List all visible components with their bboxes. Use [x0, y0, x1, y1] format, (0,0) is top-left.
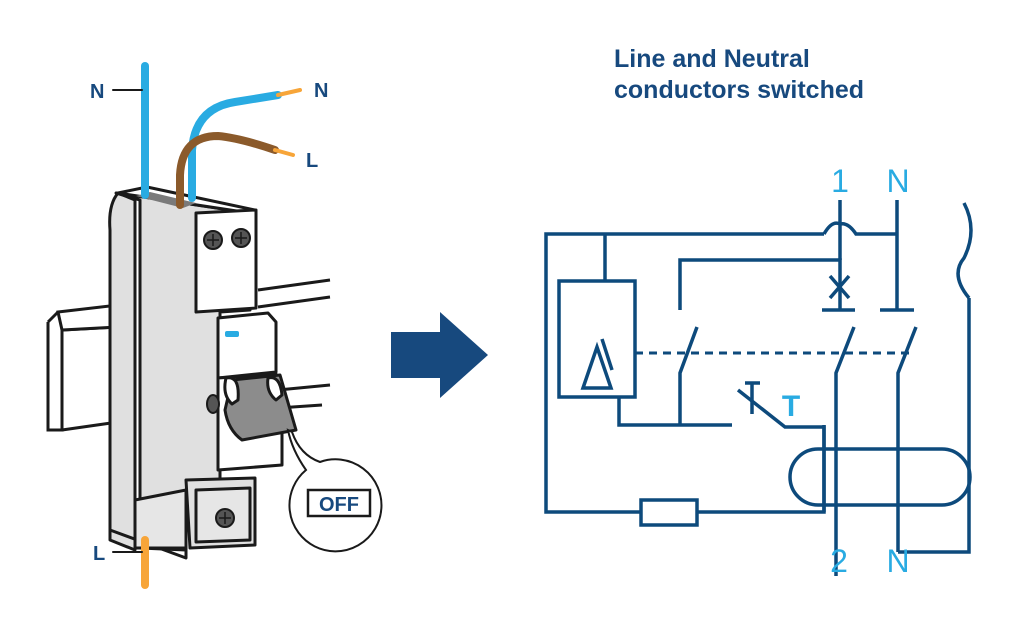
test-button-label: T [782, 390, 800, 423]
title-line-1: Line and Neutral [614, 45, 810, 73]
off-callout: OFF [286, 428, 383, 553]
terminal-bottom-n: N [886, 543, 909, 579]
wire-neutral-right-tip [276, 88, 302, 97]
terminal-bottom-2: 2 [830, 543, 848, 579]
wire-line-top [176, 131, 279, 209]
right-arrow-icon [391, 312, 488, 398]
label-line-bottom: L [93, 543, 105, 565]
title-line-2: conductors switched [614, 76, 865, 104]
diagram-title: Line and Neutral conductors switched [614, 44, 864, 106]
wire-line-top-tip [273, 148, 295, 157]
label-neutral-top-left: N [90, 81, 104, 103]
off-label: OFF [319, 494, 359, 516]
terminal-top-1: 1 [831, 163, 849, 199]
label-line-top-right: L [306, 150, 318, 172]
status-indicator [225, 331, 239, 337]
breaker-body [108, 185, 298, 560]
terminal-top-n: N [886, 163, 909, 199]
label-neutral-top-right: N [314, 80, 328, 102]
wires [112, 62, 302, 589]
schematic [544, 200, 973, 576]
